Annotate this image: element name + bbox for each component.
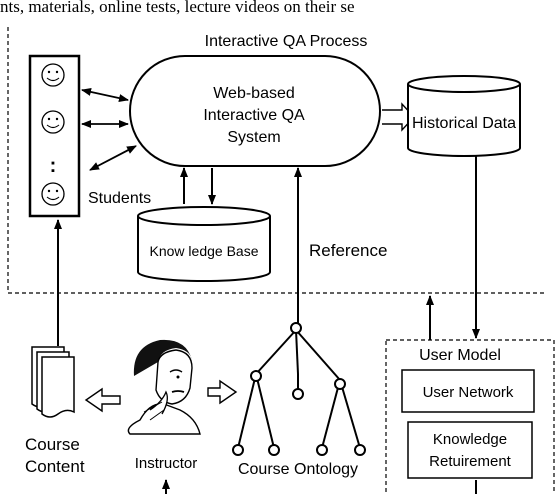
user-model-frame [385,339,555,494]
arrow-instructor-to-content [84,387,121,413]
students-label: Students [88,190,151,207]
historical-data-db [407,75,521,157]
knowledge-base-db [137,206,271,282]
student-smiley-icon [41,110,65,134]
historical-data-label: Historical Data [412,115,516,132]
arrow-instructor-to-ontology [207,379,238,405]
knowledge-retuirement-box [407,421,533,479]
user-model-title: User Model [419,347,501,364]
instructor-icon [127,339,201,435]
user-network-label: User Network [423,384,514,401]
reference-label: Reference [309,241,387,260]
ontology-tree [237,329,361,449]
students-ellipsis: : [50,155,57,177]
qa-system-line3: System [227,129,280,146]
ontology-node-icons [232,322,366,456]
document-stack-icon [31,346,75,418]
student-smiley-icon [41,182,65,206]
qa-system-line2: Interactive QA [203,107,305,124]
knowledge-retuirement-line1: Knowledge [433,431,507,448]
course-ontology-label: Course Ontology [238,461,358,478]
process-title: Interactive QA Process [205,33,368,50]
course-content-line2: Content [25,457,85,476]
students-panel: : [28,54,81,218]
arrow-student3-qa [89,145,137,171]
qa-system-node [129,55,381,167]
course-content-line1: Course [25,435,80,454]
process-frame [7,27,545,294]
instructor-label: Instructor [135,455,198,472]
student-smiley-icon [41,63,65,87]
qa-system-line1: Web-based [213,85,295,102]
knowledge-retuirement-line2: Retuirement [429,453,512,470]
arrow-student1-qa [81,88,129,102]
top-caption: nts, materials, online tests, lecture vi… [0,0,355,16]
user-network-box [401,369,535,413]
knowledge-base-label: Know ledge Base [150,243,259,259]
